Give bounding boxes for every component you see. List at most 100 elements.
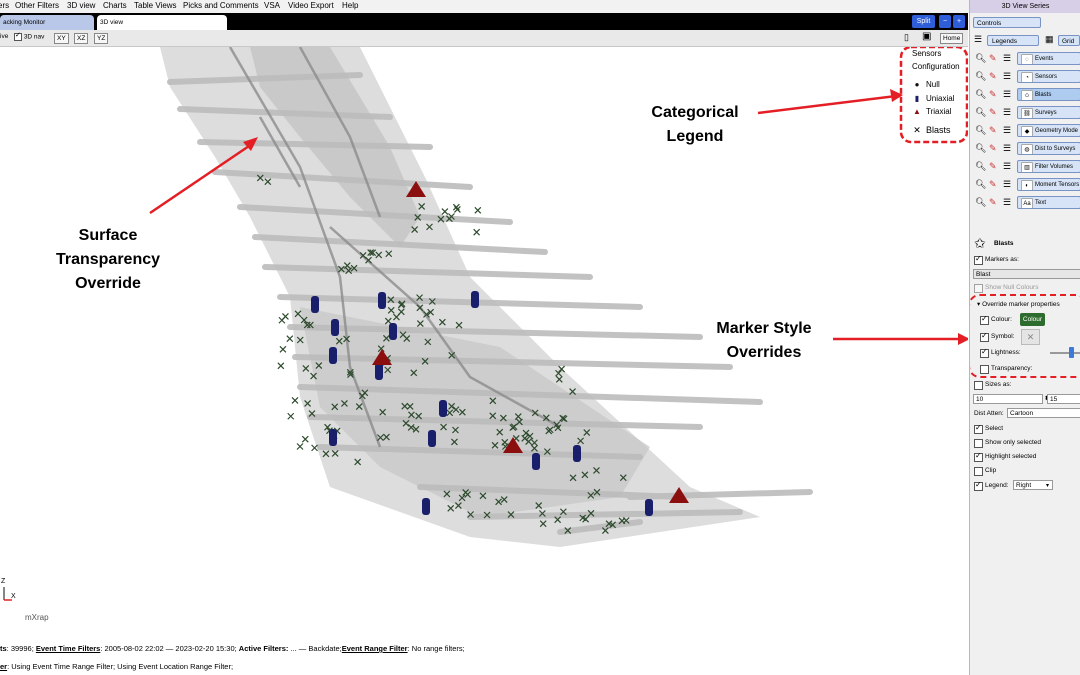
page-icon[interactable]: ▯ [904,32,909,42]
xy-view-button[interactable]: XY [54,33,69,44]
minus-button[interactable]: − [939,15,951,28]
layer-row-surveys[interactable]: 🔍︎✎ ☰ ⛓Surveys [970,104,1080,120]
edit-icon[interactable]: ✎ [989,197,997,207]
home-button[interactable]: Home [940,33,964,44]
list-icon[interactable]: ☰ [1003,197,1012,207]
nav3d-checkbox[interactable] [14,31,22,41]
zoom-icon[interactable]: 🔍︎ [975,143,987,153]
edit-icon[interactable]: ✎ [989,125,997,135]
list-icon[interactable]: ☰ [1003,125,1012,135]
edit-icon[interactable]: ✎ [989,107,997,117]
list-icon[interactable]: ☰ [1003,53,1012,63]
layer-row-sensors[interactable]: 🔍︎✎ ☰ ◔Sensors [970,68,1080,84]
3d-viewport[interactable]: Sensors Configuration ●Null ▮Uniaxial ▲T… [0,47,968,675]
menu-3d-view[interactable]: 3D view [67,1,96,10]
layer-button[interactable]: ▥Filter Volumes [1017,160,1080,173]
lightness-slider-handle[interactable] [1069,347,1074,358]
nav3d-toggle[interactable]: 3D nav [14,31,44,41]
status-time-label: Event Time Filters [35,644,101,653]
zoom-icon[interactable]: 🔍︎ [975,179,987,189]
layer-row-dist-to-surveys[interactable]: 🔍︎✎ ☰ ◍Dist to Surveys [970,140,1080,156]
edit-icon[interactable]: ✎ [989,89,997,99]
size-min-field[interactable]: 10 [973,394,1043,404]
layer-row-filter-volumes[interactable]: 🔍︎✎ ☰ ▥Filter Volumes [970,158,1080,174]
show-null-label: Show Null Colours [985,284,1039,291]
list-icon[interactable]: ☰ [1003,71,1012,81]
edit-icon[interactable]: ✎ [989,143,997,153]
layer-button[interactable]: ✩Blasts [1017,88,1080,101]
menu-vsa[interactable]: VSA [264,1,281,10]
layer-button[interactable]: ◆Geometry Mode [1017,124,1080,137]
menu-picks-comments[interactable]: Picks and Comments [183,1,259,10]
panel-title: 3D View Series [970,0,1080,13]
list-icon[interactable]: ☰ [1003,179,1012,189]
zoom-icon[interactable]: 🔍︎ [975,161,987,171]
split-button[interactable]: Split [912,15,935,28]
dist-atten-select[interactable]: Cartoon [1007,408,1080,418]
show-only-checkbox[interactable] [974,439,983,448]
legend-checkbox[interactable] [974,480,983,491]
blast-marker [311,444,318,452]
markers-as-checkbox[interactable] [974,254,983,265]
edit-icon[interactable]: ✎ [989,71,997,81]
menu-table-views[interactable]: Table Views [134,1,177,10]
layer-row-blasts[interactable]: 🔍︎✎ ☰ ✩Blasts [970,86,1080,102]
show-null-checkbox[interactable] [974,284,983,293]
layer-row-geometry-mode[interactable]: 🔍︎✎ ☰ ◆Geometry Mode [970,122,1080,138]
symbol-picker-icon[interactable]: ✕ [1021,329,1040,345]
size-max-field[interactable]: 15 [1047,394,1080,404]
layer-button[interactable]: ◐Moment Tensors [1017,178,1080,191]
sizes-as-checkbox[interactable] [974,381,983,390]
menu-video-export[interactable]: Video Export [288,1,334,10]
layer-row-events[interactable]: 🔍︎✎ ☰ ◌Events [970,50,1080,66]
tab-tracking-monitor[interactable]: acking Monitor [0,15,94,30]
edit-icon[interactable]: ✎ [989,161,997,171]
edit-icon[interactable]: ✎ [989,53,997,63]
zoom-icon[interactable]: 🔍︎ [975,107,987,117]
menu-filters[interactable]: ers [0,1,10,10]
zoom-icon[interactable]: 🔍︎ [975,71,987,81]
clip-checkbox[interactable] [974,467,983,476]
grid-button[interactable]: Grid [1058,35,1080,46]
zoom-icon[interactable]: 🔍︎ [975,197,987,207]
list-icon[interactable]: ☰ [1003,161,1012,171]
save-icon[interactable]: ▣ [922,31,932,42]
tab-3d-view[interactable]: 3D view [97,15,227,30]
blast-marker [347,371,354,378]
blast-marker [411,226,419,234]
zoom-icon[interactable]: 🔍︎ [975,53,987,63]
zoom-icon[interactable]: 🔍︎ [975,125,987,135]
markers-as-field[interactable]: Blast [973,269,1080,279]
layer-button[interactable]: ◔Sensors [1017,70,1080,83]
lightness-slider[interactable] [1050,352,1080,354]
plus-button[interactable]: + [953,15,965,28]
menu-charts[interactable]: Charts [103,1,127,10]
layer-row-moment-tensors[interactable]: 🔍︎✎ ☰ ◐Moment Tensors [970,176,1080,192]
xz-view-button[interactable]: XZ [74,33,89,44]
controls-button[interactable]: Controls [973,17,1041,28]
layer-button[interactable]: ◌Events [1017,52,1080,65]
list-icon[interactable]: ☰ [1003,143,1012,153]
list-icon[interactable]: ☰ [1003,89,1012,99]
zoom-icon[interactable]: 🔍︎ [975,89,987,99]
size-min-spin-icon[interactable]: ⬍ [1044,395,1049,402]
highlight-checkbox[interactable] [974,451,983,462]
override-title[interactable]: ▾ Override marker properties [977,301,1060,308]
symbol-checkbox[interactable] [980,331,989,342]
colour-checkbox[interactable] [980,314,989,325]
transparency-checkbox[interactable] [980,365,989,374]
legend-position-select[interactable]: Right▾ [1013,480,1053,490]
colour-button[interactable]: Colour [1020,313,1045,326]
select-checkbox[interactable] [974,423,983,434]
menu-help[interactable]: Help [342,1,359,10]
lightness-checkbox[interactable] [980,347,989,358]
layer-button[interactable]: ◍Dist to Surveys [1017,142,1080,155]
layer-button[interactable]: ⛓Surveys [1017,106,1080,119]
yz-view-button[interactable]: YZ [94,33,109,44]
list-icon[interactable]: ☰ [1003,107,1012,117]
legends-button[interactable]: Legends [987,35,1039,46]
edit-icon[interactable]: ✎ [989,179,997,189]
menu-other-filters[interactable]: Other Filters [15,1,60,10]
